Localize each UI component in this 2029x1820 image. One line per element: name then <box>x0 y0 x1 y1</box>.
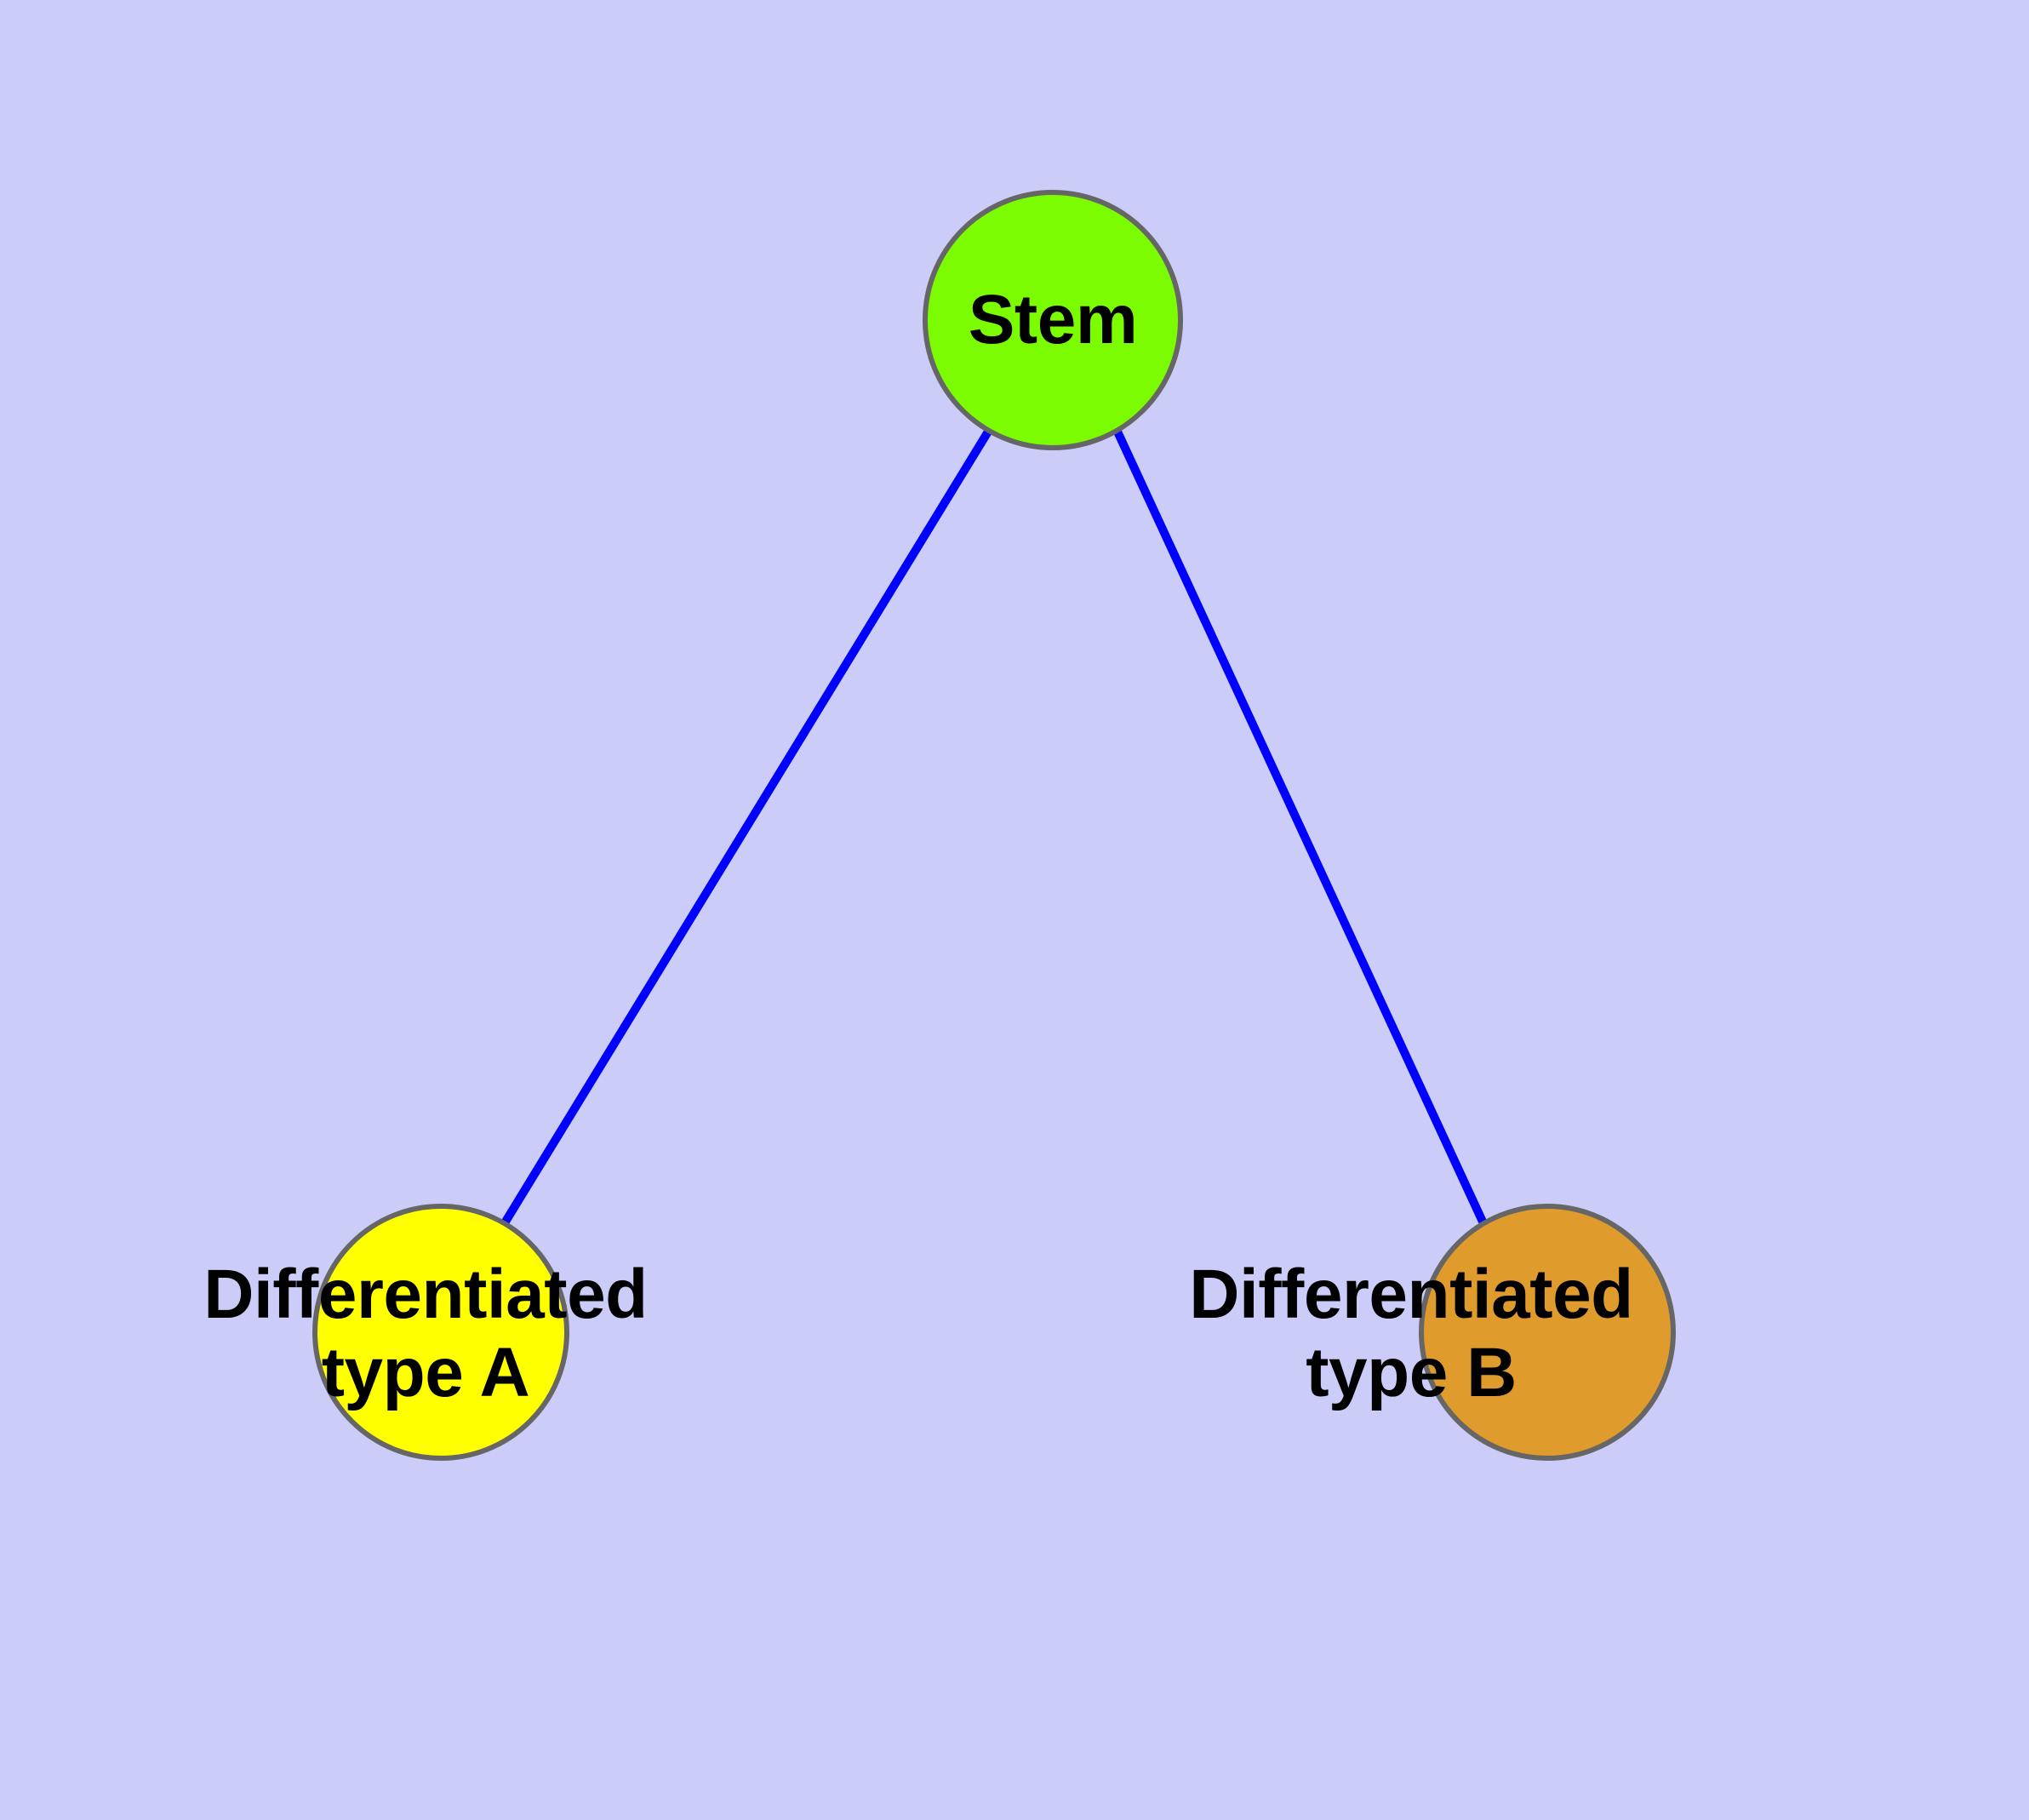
node-stem[interactable] <box>923 190 1183 450</box>
edge-stem-to-diff-a <box>501 429 992 1224</box>
edge-layer <box>501 429 1487 1224</box>
node-layer <box>312 190 1676 1461</box>
edge-stem-to-diff-b <box>1113 429 1487 1224</box>
node-differentiated-type-a[interactable] <box>312 1204 569 1461</box>
node-differentiated-type-b[interactable] <box>1419 1204 1676 1461</box>
